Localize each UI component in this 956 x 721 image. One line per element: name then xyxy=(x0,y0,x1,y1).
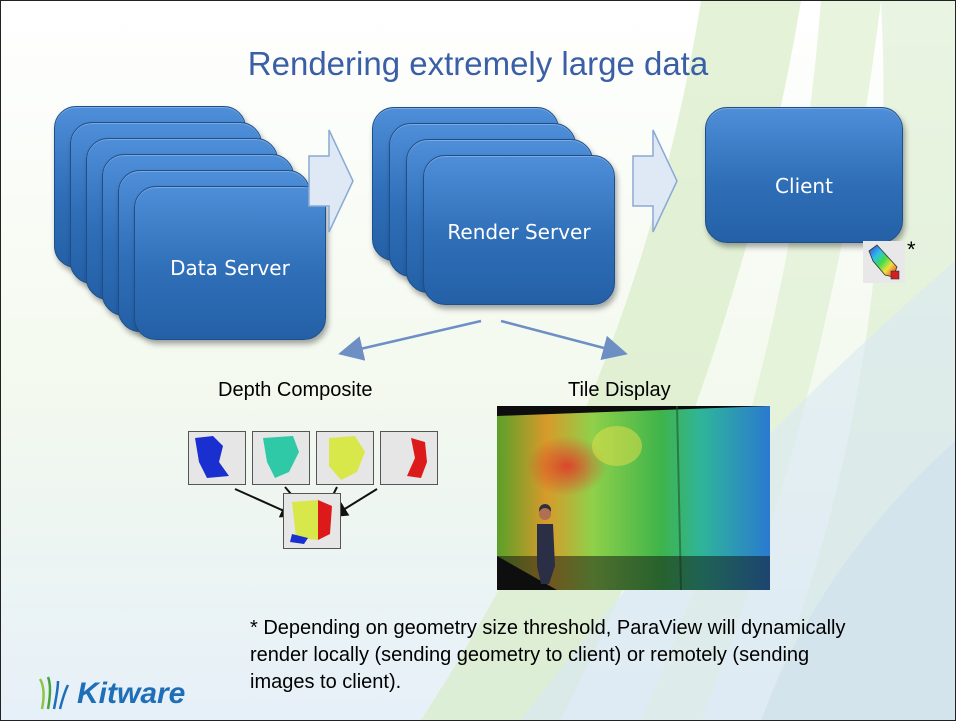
paraview-icon xyxy=(863,241,905,283)
composite-thumbnail xyxy=(252,431,310,485)
composite-thumbnail xyxy=(316,431,374,485)
render-server-box xyxy=(423,155,615,305)
client-box xyxy=(705,107,903,243)
data-server-box xyxy=(134,186,326,340)
kitware-logo-text: Kitware xyxy=(77,677,186,710)
depth-composite-label: Depth Composite xyxy=(218,379,373,401)
footnote-text: * Depending on geometry size threshold, … xyxy=(250,617,846,693)
composite-thumbnail xyxy=(188,431,246,485)
slide-title: Rendering extremely large data xyxy=(247,45,709,82)
client-label: Client xyxy=(775,174,833,198)
right-arrow-icon xyxy=(632,129,678,233)
render-server-label: Render Server xyxy=(447,220,591,244)
split-arrows xyxy=(338,319,628,361)
tile-display-label: Tile Display xyxy=(568,379,671,401)
tile-display-photo xyxy=(497,406,770,590)
client-asterisk: * xyxy=(907,237,916,262)
composite-result-thumbnail xyxy=(283,493,341,549)
kitware-logo-icon xyxy=(38,676,70,710)
composite-thumbnail xyxy=(380,431,438,485)
data-server-label: Data Server xyxy=(170,256,290,280)
right-arrow-icon xyxy=(308,129,354,233)
